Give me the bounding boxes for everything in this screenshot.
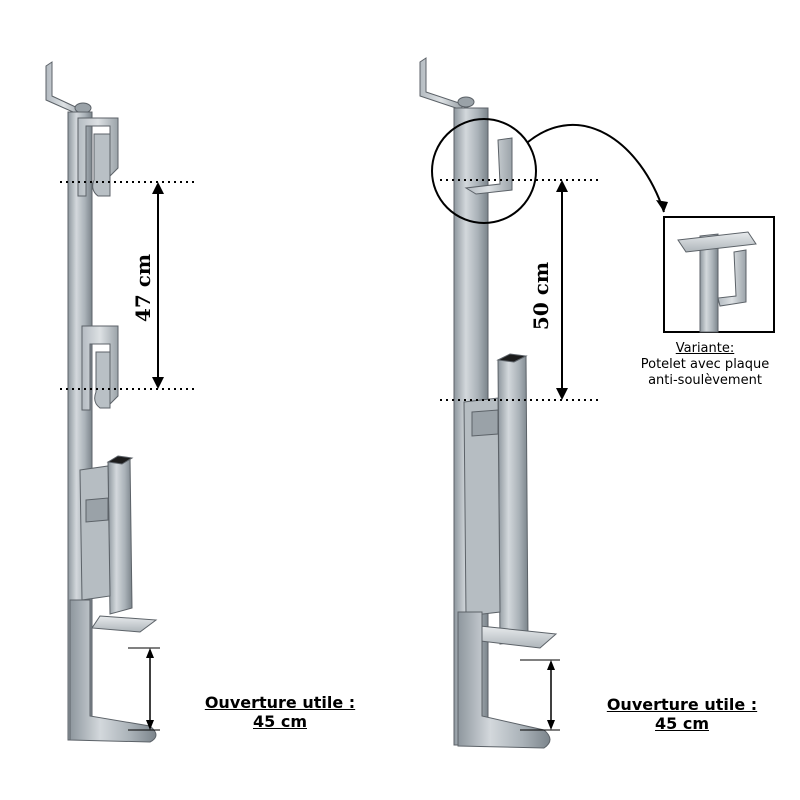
callout-connector [527,123,665,213]
right-post [419,57,558,749]
left-dimension-arrow [152,182,164,389]
right-u-base [457,611,551,749]
left-foot-plate [91,615,158,633]
left-post [45,61,158,743]
right-crank-handle [419,57,463,111]
variant-title: Variante: [675,341,735,356]
variant-anti-lift-plate [677,231,757,253]
callout-circle [431,118,537,224]
variant-line2: anti-soulèvement [648,373,762,388]
right-caption-title: Ouverture utile : [606,695,758,714]
left-socket-tube [107,457,133,615]
variant-inset-frame [663,216,775,333]
right-dimension-label: 50 cm [529,262,553,330]
right-caption-value: 45 cm [655,714,709,733]
left-dimension-label: 47 cm [131,254,155,322]
left-opening-caption: Ouverture utile : 45 cm [180,693,380,731]
right-dimension-arrow [556,180,568,400]
right-opening-arrow [520,659,560,731]
left-opening-arrow [128,647,160,731]
right-opening-caption: Ouverture utile : 45 cm [580,695,784,733]
variant-caption: Variante: Potelet avec plaque anti-soulè… [620,341,790,389]
left-caption-value: 45 cm [253,712,307,731]
variant-inset [663,216,775,333]
left-middle-bracket [81,325,119,411]
left-caption-title: Ouverture utile : [204,693,356,712]
left-u-base [69,599,157,743]
variant-line1: Potelet avec plaque [640,357,770,372]
